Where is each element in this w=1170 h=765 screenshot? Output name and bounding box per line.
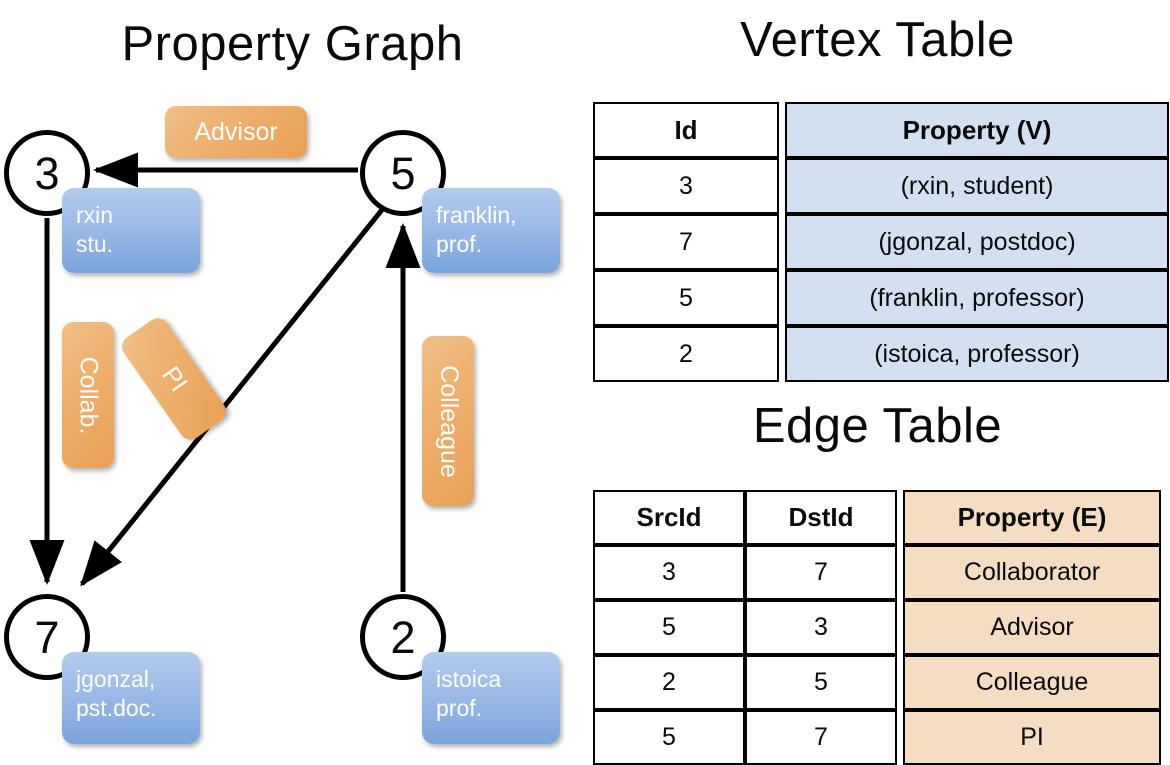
- edge-cell-property: Collaborator: [903, 545, 1161, 600]
- vertex-property-box-5: franklin, prof.: [422, 188, 560, 273]
- edge-label-colleague-text: Colleague: [434, 364, 463, 478]
- graph-node-2[interactable]: 2: [360, 594, 446, 680]
- vertex-property-box-7: jgonzal, pst.doc.: [62, 652, 200, 744]
- edge-line-5-to-7: [80, 204, 387, 587]
- vertex-table: Id Property (V) 3 (rxin, student) 7 (jgo…: [593, 102, 1169, 382]
- page-title-property-graph: Property Graph: [121, 17, 464, 71]
- edge-label-advisor: Advisor: [165, 106, 307, 158]
- edge-label-pi-text: PI: [156, 361, 193, 397]
- page-title-vertex-table: Vertex Table: [740, 13, 1015, 67]
- table-row[interactable]: 3 7 Collaborator: [593, 545, 1161, 600]
- graph-edges-svg: [29, 152, 421, 592]
- edge-cell-property: Advisor: [903, 600, 1161, 655]
- edge-cell-dstid: 5: [745, 655, 897, 710]
- graph-node-5[interactable]: 5: [360, 130, 446, 216]
- edge-cell-dstid: 7: [745, 710, 897, 765]
- vertex-cell-id: 7: [593, 214, 779, 270]
- table-row[interactable]: 2 (istoica, professor): [593, 326, 1169, 382]
- vertex-cell-id: 3: [593, 158, 779, 214]
- edge-cell-srcid: 5: [593, 600, 745, 655]
- edge-cell-srcid: 3: [593, 545, 745, 600]
- vertex-property-box-3: rxin stu.: [62, 188, 200, 273]
- vertex-cell-property: (rxin, student): [785, 158, 1169, 214]
- graph-node-5-label: 5: [390, 147, 416, 199]
- vertex-cell-property: (istoica, professor): [785, 326, 1169, 382]
- edge-cell-property: Colleague: [903, 655, 1161, 710]
- table-row[interactable]: 5 3 Advisor: [593, 600, 1161, 655]
- table-row[interactable]: 7 (jgonzal, postdoc): [593, 214, 1169, 270]
- edge-label-colleague: Colleague: [422, 336, 474, 506]
- edge-table: SrcId DstId Property (E) 3 7 Collaborato…: [593, 490, 1161, 765]
- edge-cell-srcid: 2: [593, 655, 745, 710]
- edge-cell-srcid: 5: [593, 710, 745, 765]
- table-row[interactable]: 5 (franklin, professor): [593, 270, 1169, 326]
- vertex-cell-id: 2: [593, 326, 779, 382]
- graph-node-3-label: 3: [34, 147, 60, 199]
- edge-table-header-property: Property (E): [903, 490, 1161, 545]
- edge-label-collab: Collab.: [62, 322, 114, 468]
- table-row[interactable]: 5 7 PI: [593, 710, 1161, 765]
- graph-node-2-label: 2: [390, 611, 416, 663]
- graph-node-7-label: 7: [34, 611, 60, 663]
- vertex-table-header-row: Id Property (V): [593, 102, 1169, 158]
- edge-table-header-dstid: DstId: [745, 490, 897, 545]
- vertex-property-box-2: istoica prof.: [422, 652, 560, 744]
- page-title-edge-table: Edge Table: [752, 399, 1003, 453]
- edge-label-collab-text: Collab.: [74, 356, 103, 434]
- edge-label-advisor-text: Advisor: [194, 117, 278, 146]
- edge-cell-dstid: 3: [745, 600, 897, 655]
- table-row[interactable]: 2 5 Colleague: [593, 655, 1161, 710]
- edge-cell-dstid: 7: [745, 545, 897, 600]
- vertex-cell-property: (franklin, professor): [785, 270, 1169, 326]
- property-graph-diagram: 3 5 7 2 rxin stu. franklin, prof. jgonza…: [0, 0, 585, 760]
- vertex-table-header-property: Property (V): [785, 102, 1169, 158]
- vertex-cell-id: 5: [593, 270, 779, 326]
- table-row[interactable]: 3 (rxin, student): [593, 158, 1169, 214]
- vertex-cell-property: (jgonzal, postdoc): [785, 214, 1169, 270]
- edge-cell-property: PI: [903, 710, 1161, 765]
- edge-table-header-row: SrcId DstId Property (E): [593, 490, 1161, 545]
- edge-table-header-srcid: SrcId: [593, 490, 745, 545]
- vertex-table-header-id: Id: [593, 102, 779, 158]
